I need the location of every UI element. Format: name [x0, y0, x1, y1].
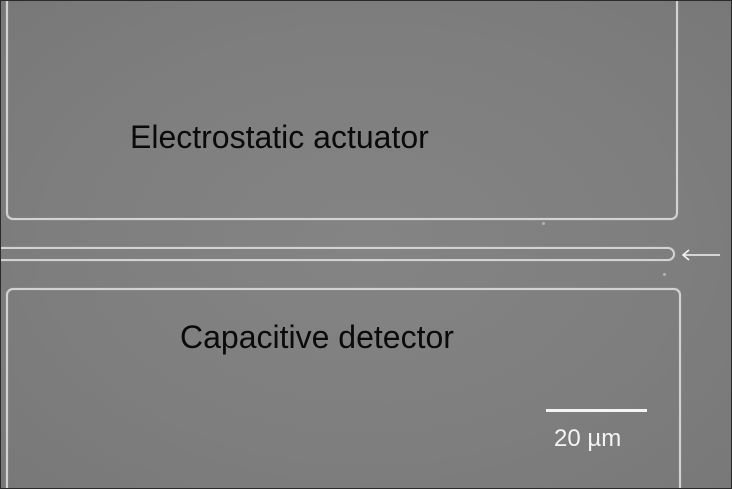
cantilever-beam	[1, 247, 675, 261]
particle-speck	[663, 273, 666, 276]
actuator-label: Electrostatic actuator	[130, 119, 429, 155]
scale-bar	[546, 409, 647, 412]
scale-bar-label: 20 µm	[554, 425, 622, 452]
detector-label: Capacitive detector	[180, 319, 454, 355]
left-arrow-icon	[681, 249, 720, 261]
actuator-electrode	[6, 1, 678, 220]
particle-speck	[542, 222, 545, 225]
detector-electrode	[6, 288, 681, 488]
